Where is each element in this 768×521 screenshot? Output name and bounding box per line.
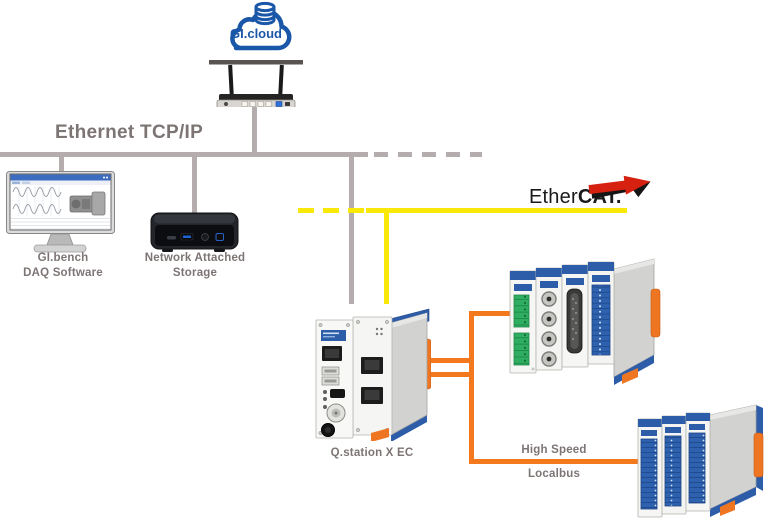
terminal-module <box>637 418 663 518</box>
waveform-trace <box>12 187 62 197</box>
qbloxx-io-modules-image <box>509 258 661 385</box>
localbus-branch-top <box>469 311 513 316</box>
monitor-stand <box>46 233 74 246</box>
ethercat-logo: EtherCAT. <box>529 172 659 210</box>
monitor-icon <box>6 171 115 253</box>
qstation-label: Q.station X EC <box>330 447 414 459</box>
cloud-icon <box>230 1 292 51</box>
ethernet-bus-line <box>0 152 368 157</box>
workstation-label-line2: DAQ Software <box>23 267 103 279</box>
localbus-stub-1 <box>427 358 474 363</box>
qstation-nameplate <box>321 330 346 341</box>
terminal-module <box>685 412 711 512</box>
waveform-trace <box>12 204 62 214</box>
localbus-stub-2 <box>427 372 474 377</box>
ethercat-bus-dashed <box>298 208 366 213</box>
database-icon <box>254 1 276 26</box>
bnc-module <box>535 267 563 371</box>
drop-line-nas <box>192 157 197 218</box>
analog-module-green-terminals <box>509 270 537 374</box>
terminal-module-block-image <box>637 404 764 518</box>
terminal-module <box>587 261 615 365</box>
router-icon <box>209 60 303 107</box>
workstation-label: GI.bench DAQ Software <box>8 251 118 281</box>
terminal-module <box>661 415 687 515</box>
nas-label: Network Attached Storage <box>142 251 248 281</box>
localbus-branch-bottom <box>469 459 639 464</box>
ethernet-bus-label: Ethernet TCP/IP <box>55 122 204 143</box>
nas-label-line2: Storage <box>172 267 218 279</box>
nas-icon <box>150 212 239 252</box>
localbus-label-bottom: Localbus <box>527 468 581 480</box>
gi-cloud-node: GI.cloud <box>214 0 298 54</box>
ethercat-arrow-icon <box>588 175 651 199</box>
drop-line-qstation <box>349 157 354 304</box>
dsub-module <box>561 264 589 368</box>
nas-label-line1: Network Attached <box>144 252 246 264</box>
gi-cloud-label: GI.cloud <box>230 26 282 41</box>
drop-line-workstation <box>59 157 64 173</box>
drop-line-router <box>252 104 257 153</box>
qstation-device-image <box>315 308 431 441</box>
workstation-label-line1: GI.bench <box>37 252 89 264</box>
localbus-label-top: High Speed <box>521 444 587 456</box>
ethernet-bus-line-dashed <box>374 152 482 157</box>
ethernet-port <box>361 387 383 404</box>
device-photo-thumbnail <box>69 191 106 216</box>
hdmi-port <box>330 389 345 398</box>
ethercat-drop-qstation <box>384 213 389 304</box>
ethernet-port <box>361 357 383 374</box>
localbus-trunk <box>469 311 474 464</box>
ethercat-bus-line <box>366 208 627 213</box>
